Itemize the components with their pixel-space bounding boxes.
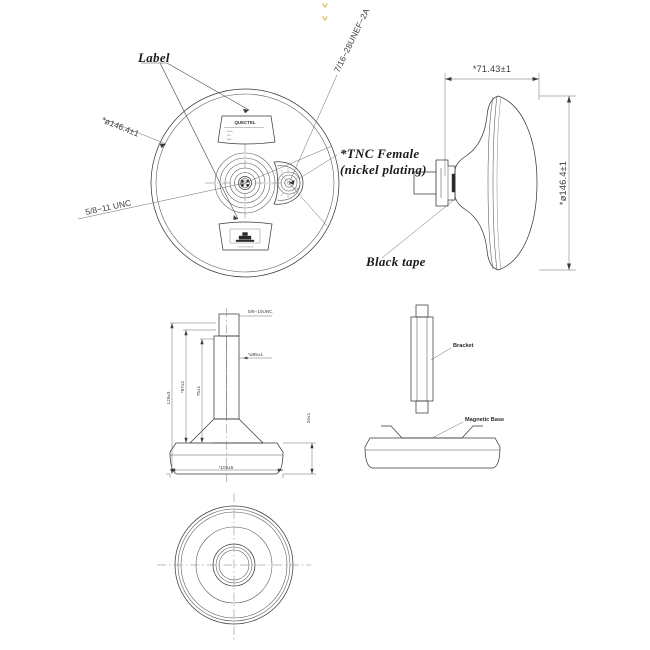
side-connector-tip	[451, 173, 456, 193]
side-connector-barrel	[413, 171, 436, 195]
mount-section-view: 5/8−10UNC *ø85±1 129±3 *87±2	[166, 308, 316, 482]
bracket-top-stub	[415, 304, 429, 318]
dim-side-height: *ø146.4±1	[539, 95, 576, 271]
bracket-view: Bracket Magnetic Base	[364, 304, 504, 469]
note-magnetic-base: Magnetic Base	[465, 417, 504, 423]
dim-base-height: 20±1	[283, 412, 316, 475]
dome-crease-2	[492, 95, 498, 271]
label-line-3: MAC :	[227, 138, 233, 141]
black-tape-leader	[381, 198, 456, 259]
dim-side-width-text: *71.43±1	[473, 64, 511, 74]
tnc-knurl	[280, 168, 299, 198]
side-view: *71.43±1 *ø146.4±1 Black tape	[365, 64, 576, 271]
dim-front-diameter: *ø146.4±1	[100, 115, 141, 139]
note-tnc-female-1: *TNC Female	[340, 146, 420, 161]
label-line-2: S/N :	[227, 135, 232, 137]
mag-base-top-cone	[381, 425, 483, 439]
dim-side-width: *71.43±1	[444, 64, 540, 176]
arrow-head	[233, 215, 238, 220]
side-boss	[435, 159, 456, 207]
note-label: Label	[137, 50, 170, 65]
dim-shaft: 75±1	[196, 338, 214, 444]
thread-stub	[218, 313, 240, 337]
bottom-plan-view	[157, 493, 311, 640]
mag-base-leader	[431, 421, 464, 439]
arrow-head	[242, 108, 249, 114]
dim-upper-text: *87±2	[180, 380, 185, 393]
bracket-body	[410, 316, 434, 402]
dim-shaft-text: 75±1	[196, 385, 201, 396]
bracket-leader	[430, 347, 452, 361]
tnc-thread-mid	[280, 174, 298, 192]
dome-crease-1	[487, 96, 494, 270]
tnc-thread-outer	[277, 171, 301, 195]
dim-total-height: 129±3	[166, 322, 216, 475]
front-view: QUECTEL Model : S/N : MAC : CERTIFICATIO…	[77, 6, 427, 278]
mag-base-body	[364, 437, 501, 469]
front-outer-circle	[150, 88, 340, 278]
dim-side-height-text: *ø146.4±1	[558, 161, 568, 205]
chevron-down-icon: ˅	[320, 15, 330, 35]
base-body	[169, 442, 284, 475]
bracket-bottom-stub	[415, 400, 429, 414]
dim-base-diameter: *108±5	[169, 465, 284, 478]
dome-outline	[454, 95, 538, 271]
tnc-connector-inner	[276, 165, 301, 201]
dim-total-height-text: 129±3	[166, 391, 171, 404]
arrow-head	[289, 179, 295, 185]
arrow-head	[159, 143, 166, 149]
chevron-down-icon: ˅	[320, 2, 330, 22]
certification-label: CERTIFICATION	[218, 221, 273, 251]
dome-crease-3	[496, 96, 502, 270]
note-black-tape: Black tape	[365, 254, 426, 269]
note-tnc-female-2: (nickel plating)	[340, 162, 427, 177]
dim-thread-top: 5/8−10UNC	[248, 309, 273, 314]
thread-hatch	[241, 180, 249, 187]
dim-shaft-dia: *ø85±1	[248, 352, 263, 357]
dim-base-diameter-text: *108±5	[219, 465, 234, 470]
dim-base-height-text: 20±1	[306, 412, 311, 423]
label-line-1: Model :	[227, 131, 234, 133]
cert-label-caption: CERTIFICATION	[238, 246, 254, 249]
dim-upper: *87±2	[180, 329, 216, 444]
scroll-down-indicator[interactable]: ˅ ˅	[0, 2, 650, 35]
label-brand-text: QUECTEL	[235, 120, 256, 125]
front-inner-circle	[155, 93, 335, 273]
dim-mount-thread: 5/8−11 UNC	[84, 197, 132, 216]
note-bracket: Bracket	[453, 343, 474, 349]
product-label: QUECTEL Model : S/N : MAC :	[217, 115, 276, 145]
dim-connector-thread: 7/16−28UNEF−2A	[332, 6, 372, 73]
